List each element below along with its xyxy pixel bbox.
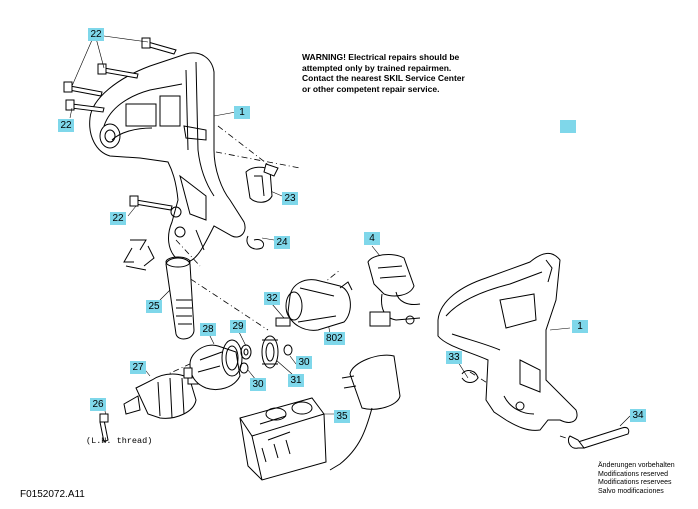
part-label-802: 802 [324, 332, 345, 345]
trigger-23 [245, 163, 279, 203]
housing-half-right [437, 253, 578, 431]
gearbox-28 [183, 339, 243, 390]
charger-35 [239, 354, 401, 481]
warning-line: Contact the nearest SKIL Service Center [302, 73, 465, 83]
washers-30 [239, 344, 293, 374]
lh-thread-note: (L.H. thread) [86, 436, 153, 446]
leader-lines [69, 35, 631, 427]
motor-802 [275, 279, 353, 331]
part-label-4: 4 [364, 232, 380, 245]
chuck-27 [123, 371, 199, 419]
part-label-30: 30 [296, 356, 312, 369]
part-label-26: 26 [90, 398, 106, 411]
part-label-22: 22 [58, 119, 74, 132]
screws-22 [63, 37, 177, 211]
switch-4 [367, 254, 421, 327]
part-label-22: 22 [110, 212, 126, 225]
warning-line: attempted only by trained repairmen. [302, 62, 452, 73]
warning-text: WARNING! Electrical repairs should be at… [302, 52, 502, 94]
spring-24 [246, 235, 265, 250]
modifications-line: Modifications reserved [598, 470, 669, 478]
part-label-30: 30 [250, 378, 266, 391]
part-label-25: 25 [146, 300, 162, 313]
part-label-35: 35 [334, 410, 350, 423]
modifications-line: Änderungen vorbehalten [598, 462, 675, 469]
modifications-line: Salvo modificaciones [598, 487, 664, 495]
part-label-1: 1 [234, 106, 250, 119]
part-label-23: 23 [282, 192, 298, 205]
screw-26 [99, 413, 109, 443]
part-label-29: 29 [230, 320, 246, 333]
modifications-note: Änderungen vorbehalten Modifications res… [598, 462, 675, 496]
part-label-28: 28 [200, 323, 216, 336]
part-label-22: 22 [88, 28, 104, 41]
part-label-34: 34 [630, 409, 646, 422]
part-label-27: 27 [130, 361, 146, 374]
housing-half-left [89, 52, 246, 263]
battery-pack-25 [165, 256, 195, 340]
blank-label-box [560, 120, 576, 133]
gear-31 [261, 335, 279, 369]
clip-33 [461, 370, 479, 383]
warning-line: or other competent repair service. [302, 83, 440, 94]
part-label-24: 24 [274, 236, 290, 249]
warning-line: WARNING! Electrical repairs should be [302, 52, 460, 62]
part-label-33: 33 [446, 351, 462, 364]
part-label-32: 32 [264, 292, 280, 305]
recycle-icon [123, 239, 155, 271]
part-label-1: 1 [572, 320, 588, 333]
drawing-code: F0152072.A11 [20, 489, 85, 500]
part-label-31: 31 [288, 374, 304, 387]
modifications-line: Modifications reservees [598, 479, 672, 486]
washer-29 [240, 344, 252, 360]
hex-key-34 [567, 427, 630, 449]
